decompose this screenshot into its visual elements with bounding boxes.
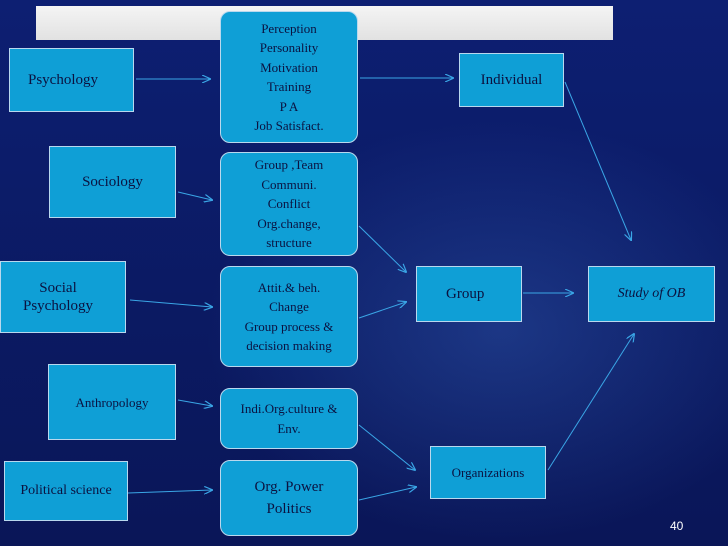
topics-social-psychology-text: Attit.& beh. Change Group process & deci…	[244, 279, 334, 354]
discipline-political-science: Political science	[4, 461, 128, 521]
discipline-social-psychology-label: Social Psychology	[23, 280, 94, 314]
arrow-anthro-topics-to-organizations	[358, 424, 415, 470]
level-organizations-label: Organizations	[451, 464, 525, 480]
level-group-label: Group	[446, 286, 485, 302]
discipline-anthropology: Anthropology	[48, 364, 176, 440]
discipline-political-science-label: Political science	[20, 482, 112, 498]
level-group: Group	[416, 266, 522, 322]
topics-psychology: Perception Personality Motivation Traini…	[220, 11, 358, 143]
arrow-social-psych-to-topics	[129, 299, 212, 307]
arrow-organizations-to-study	[547, 334, 634, 471]
arrow-individual-to-study	[564, 81, 631, 240]
level-individual: Individual	[459, 53, 564, 107]
arrow-polsci-to-topics	[127, 490, 212, 493]
discipline-social-psychology: Social Psychology	[0, 261, 126, 333]
topics-sociology: Group ,Team Communi. Conflict Org.change…	[220, 152, 358, 256]
discipline-psychology: Psychology	[9, 48, 134, 112]
topics-psychology-text: Perception Personality Motivation Traini…	[254, 20, 324, 134]
discipline-anthropology-label: Anthropology	[75, 395, 149, 410]
outcome-study-of-ob-label: Study of OB	[617, 285, 686, 301]
arrow-polsci-topics-to-organizations	[358, 487, 416, 501]
topics-political-science: Org. Power Politics	[220, 460, 358, 536]
topics-political-science-text: Org. Power Politics	[254, 479, 324, 517]
arrow-anthropology-to-topics	[177, 399, 212, 406]
slide-number: 40	[670, 519, 684, 533]
discipline-sociology-label: Sociology	[82, 174, 143, 190]
level-organizations: Organizations	[430, 446, 546, 499]
arrow-sociology-to-topics	[177, 191, 212, 200]
topics-anthropology-text: Indi.Org.culture & Env.	[240, 401, 338, 436]
topics-anthropology: Indi.Org.culture & Env.	[220, 388, 358, 449]
outcome-study-of-ob: Study of OB	[588, 266, 715, 322]
discipline-psychology-label: Psychology	[28, 72, 99, 88]
topics-social-psychology: Attit.& beh. Change Group process & deci…	[220, 266, 358, 367]
level-individual-label: Individual	[480, 72, 543, 88]
arrow-sociology-topics-to-group	[358, 225, 406, 272]
discipline-sociology: Sociology	[49, 146, 176, 218]
topics-sociology-text: Group ,Team Communi. Conflict Org.change…	[254, 157, 324, 251]
arrow-socialpsych-topics-to-group	[358, 302, 406, 319]
